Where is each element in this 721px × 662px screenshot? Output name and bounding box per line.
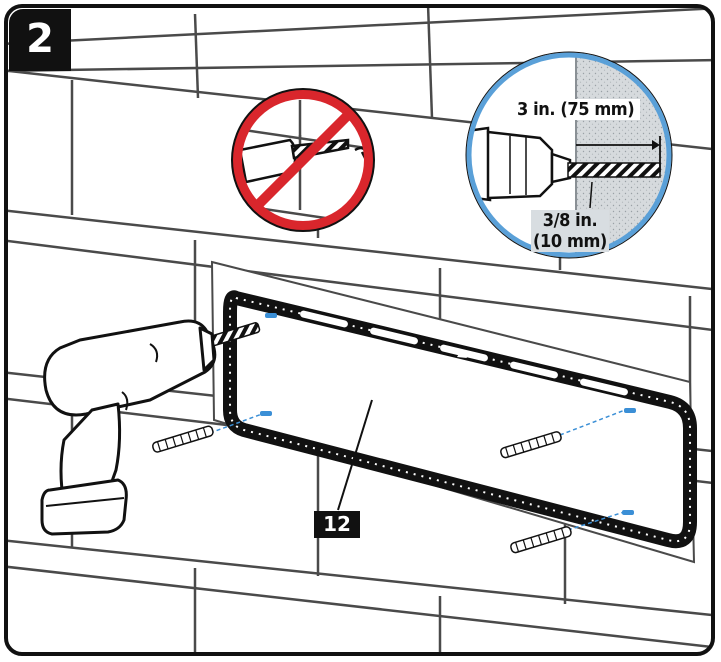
- drill-diameter-label: 3/8 in. (10 mm): [531, 210, 609, 252]
- figure-frame: [4, 4, 715, 656]
- drill-diameter-label-line2: (10 mm): [533, 231, 607, 252]
- part-number-label: 12: [314, 511, 360, 538]
- part-leader-line: [337, 399, 373, 511]
- step-number-badge: 2: [9, 9, 71, 71]
- wall-area: [210, 260, 696, 564]
- wall-anchors: [152, 425, 572, 554]
- alignment-guides: [209, 409, 626, 531]
- drill-diameter-label-line1: 3/8 in.: [542, 210, 598, 231]
- drill-depth-label: 3 in. (75 mm): [511, 99, 641, 120]
- power-drill: [40, 319, 217, 536]
- wall-mount-bracket: [223, 290, 697, 549]
